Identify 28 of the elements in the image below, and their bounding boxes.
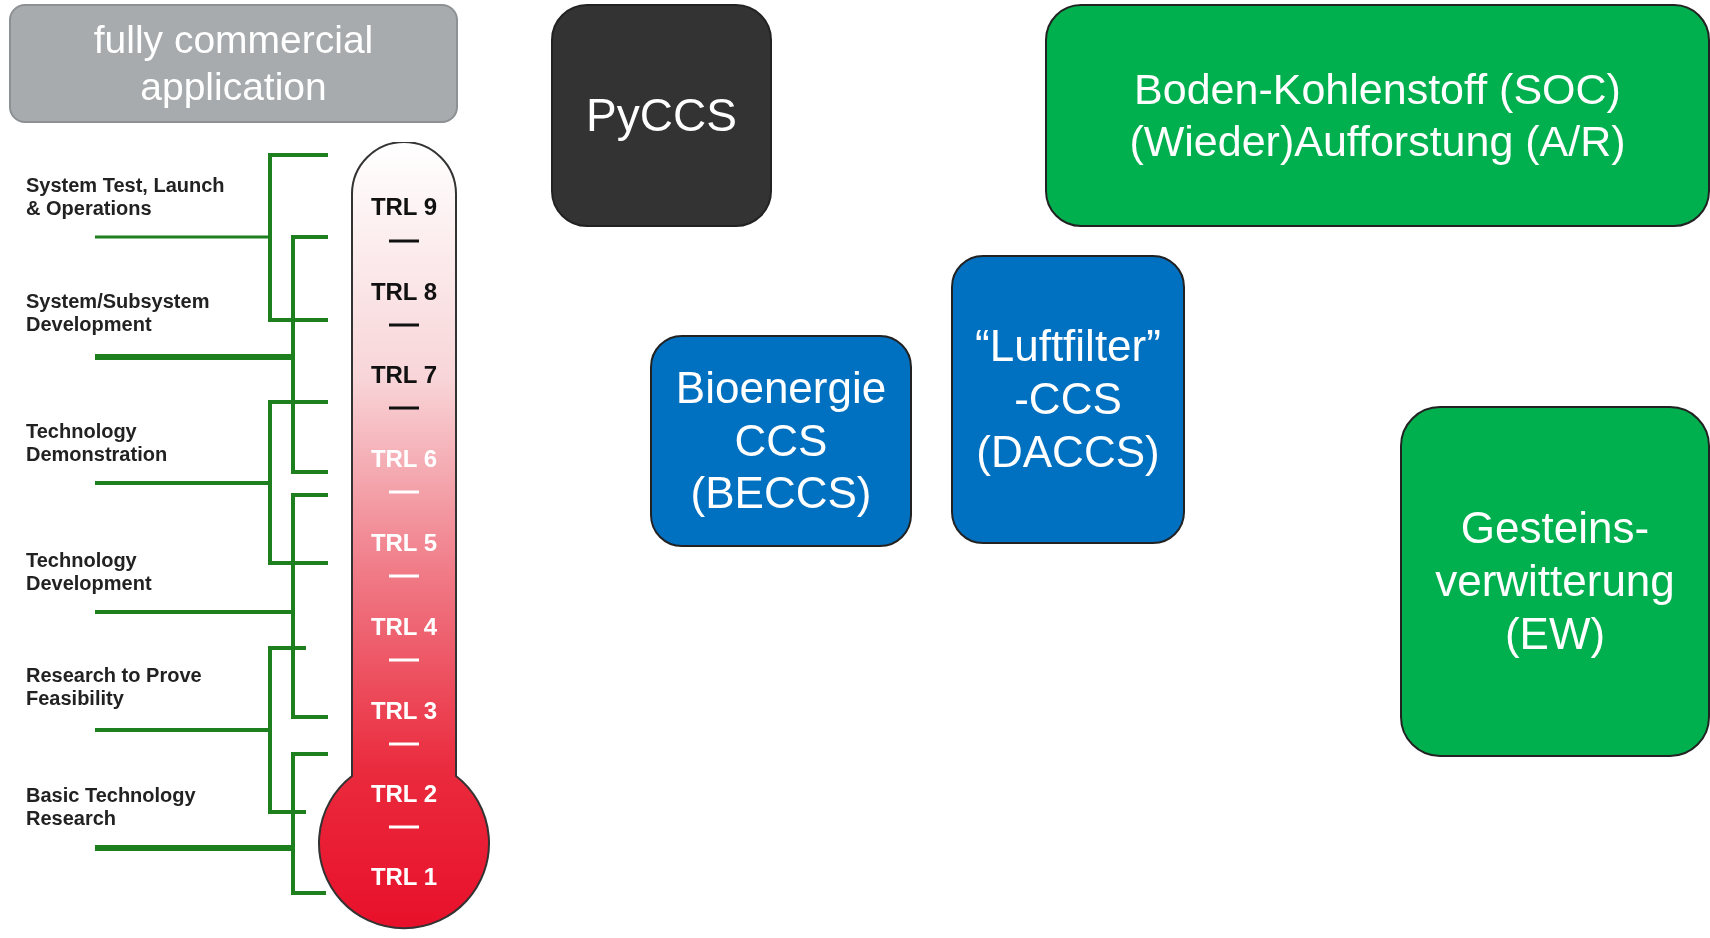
technology-box [650,335,912,547]
box-label: (Wieder)Aufforstung (A/R) [1129,115,1626,167]
level-label: TRL 5 [369,529,439,557]
technology-box [1400,406,1710,757]
phase-label: Research to Prove Feasibility [26,664,203,710]
level-label: TRL 8 [369,278,439,306]
box-label: fully commercial application [92,16,375,110]
level-label: TRL 7 [369,361,439,389]
technology-box [551,4,772,227]
phase-label: System Test, Launch & Operations [26,174,226,220]
phase-label: Technology Demonstration [26,420,169,466]
technology-box [951,255,1185,544]
level-label: TRL 1 [369,863,439,891]
level-label: TRL 9 [369,193,439,221]
box-label: PyCCS [586,87,737,143]
level-label: TRL 4 [369,613,439,641]
box-label: Gesteins- verwitterung (EW) [1434,502,1676,660]
box-label: Bioenergie CCS (BECCS) [674,361,888,520]
level-label: TRL 6 [369,445,439,473]
phase-label: Technology Development [26,549,153,595]
phase-label: System/Subsystem Development [26,290,211,336]
level-label: TRL 3 [369,697,439,725]
level-label: TRL 2 [369,780,439,808]
status-box [9,4,458,123]
box-label: Boden-Kohlenstoff (SOC) [1134,63,1621,115]
technology-box [1045,4,1710,227]
box-label: “Luftfilter” -CCS (DACCS) [974,320,1162,478]
phase-label: Basic Technology Research [26,784,197,830]
